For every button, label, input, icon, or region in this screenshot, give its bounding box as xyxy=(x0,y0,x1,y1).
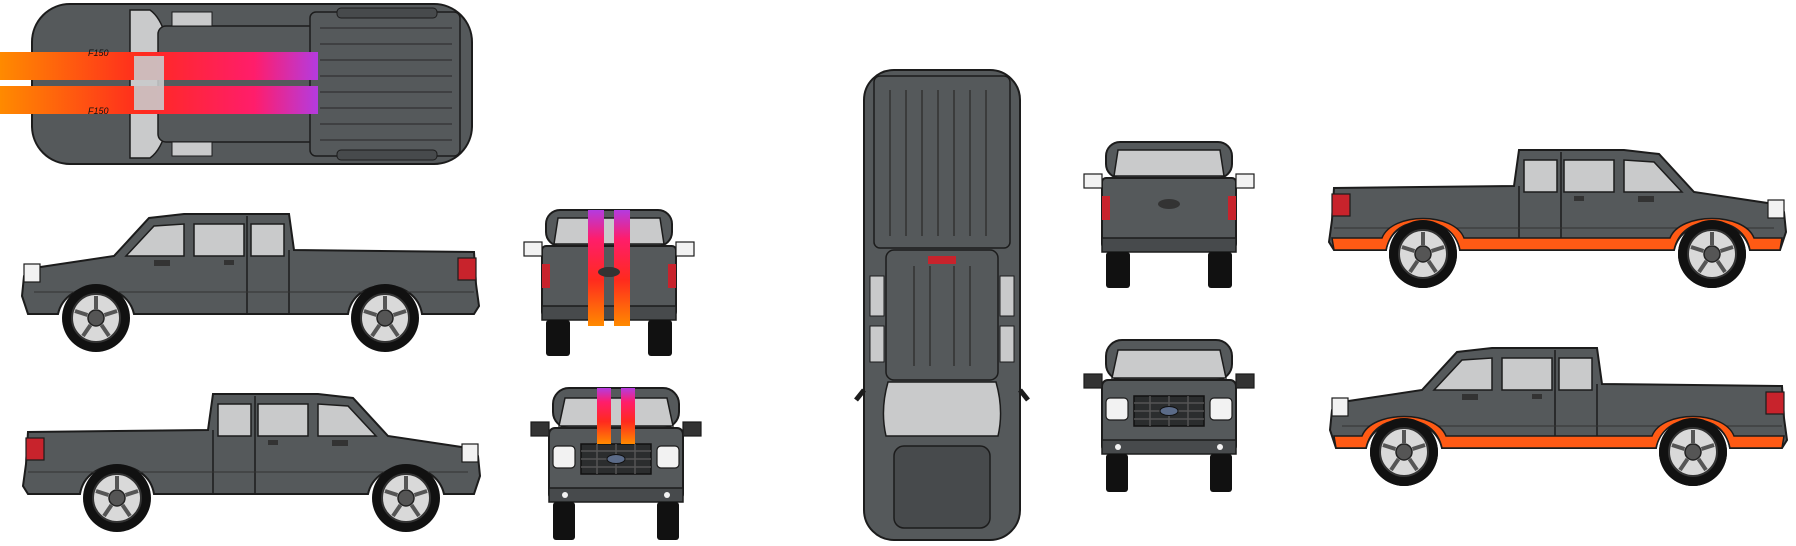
front-view-striped xyxy=(530,387,702,541)
badge-top-lower: F150 xyxy=(88,106,109,116)
rear-view-plain xyxy=(1083,141,1255,289)
side-view-orange-left xyxy=(1329,150,1786,288)
rear-view-striped xyxy=(523,209,695,357)
top-view-plain xyxy=(854,69,1030,541)
side-view-right xyxy=(23,394,480,532)
top-view-striped xyxy=(31,3,473,165)
side-view-orange-right xyxy=(1330,348,1787,486)
badge-top-upper: F150 xyxy=(88,48,109,58)
front-view-plain xyxy=(1083,339,1255,493)
side-view-left xyxy=(22,214,479,352)
